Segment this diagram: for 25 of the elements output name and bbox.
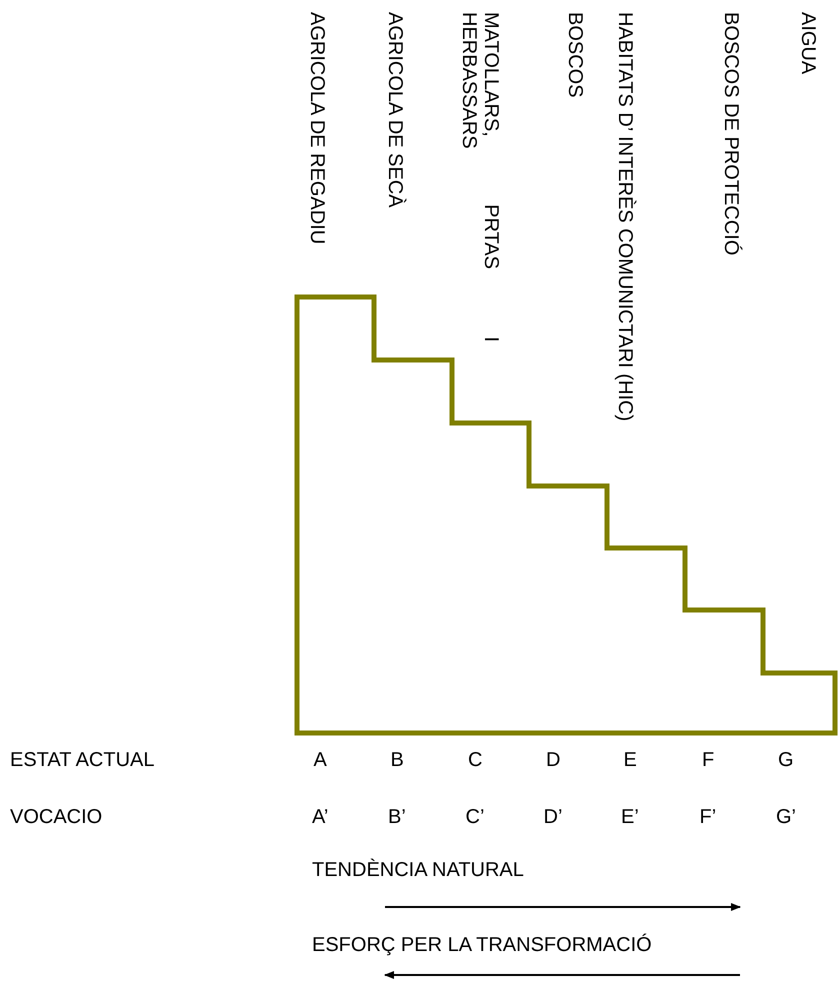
category-letter: G’	[776, 805, 796, 829]
category-letter: B’	[388, 805, 406, 829]
arrow-caption: TENDÈNCIA NATURAL	[312, 858, 524, 882]
category-letter: E’	[621, 805, 639, 829]
category-letter: B	[390, 748, 404, 772]
column-heading: HABITATS D’ INTERÈS COMUNICTARI (HIC)	[614, 12, 636, 424]
category-letter: E	[624, 748, 637, 772]
column-heading: AIGUA	[797, 12, 819, 74]
category-letter: D	[546, 748, 560, 772]
category-letter: D’	[544, 805, 562, 829]
category-letter: F	[702, 748, 714, 772]
category-letter: G	[778, 748, 794, 772]
column-heading: AGRICOLA DE SECÀ	[384, 12, 406, 208]
category-letter: F’	[700, 805, 716, 829]
category-letter: C	[468, 748, 482, 772]
category-letter: A	[314, 748, 327, 772]
category-letter: A’	[312, 805, 328, 829]
column-heading: MATOLLARS, PRTAS I HERBASSARS	[458, 12, 502, 342]
category-letter: C’	[466, 805, 484, 829]
column-heading: BOSCOS DE PROTECCIÓ	[720, 12, 742, 256]
column-heading: BOSCOS	[564, 12, 586, 98]
row-label: ESTAT ACTUAL	[10, 748, 154, 772]
column-heading: AGRICOLA DE REGADIU	[306, 12, 328, 246]
row-label: VOCACIO	[10, 805, 102, 829]
arrow-caption: ESFORÇ PER LA TRANSFORMACIÓ	[312, 933, 652, 957]
